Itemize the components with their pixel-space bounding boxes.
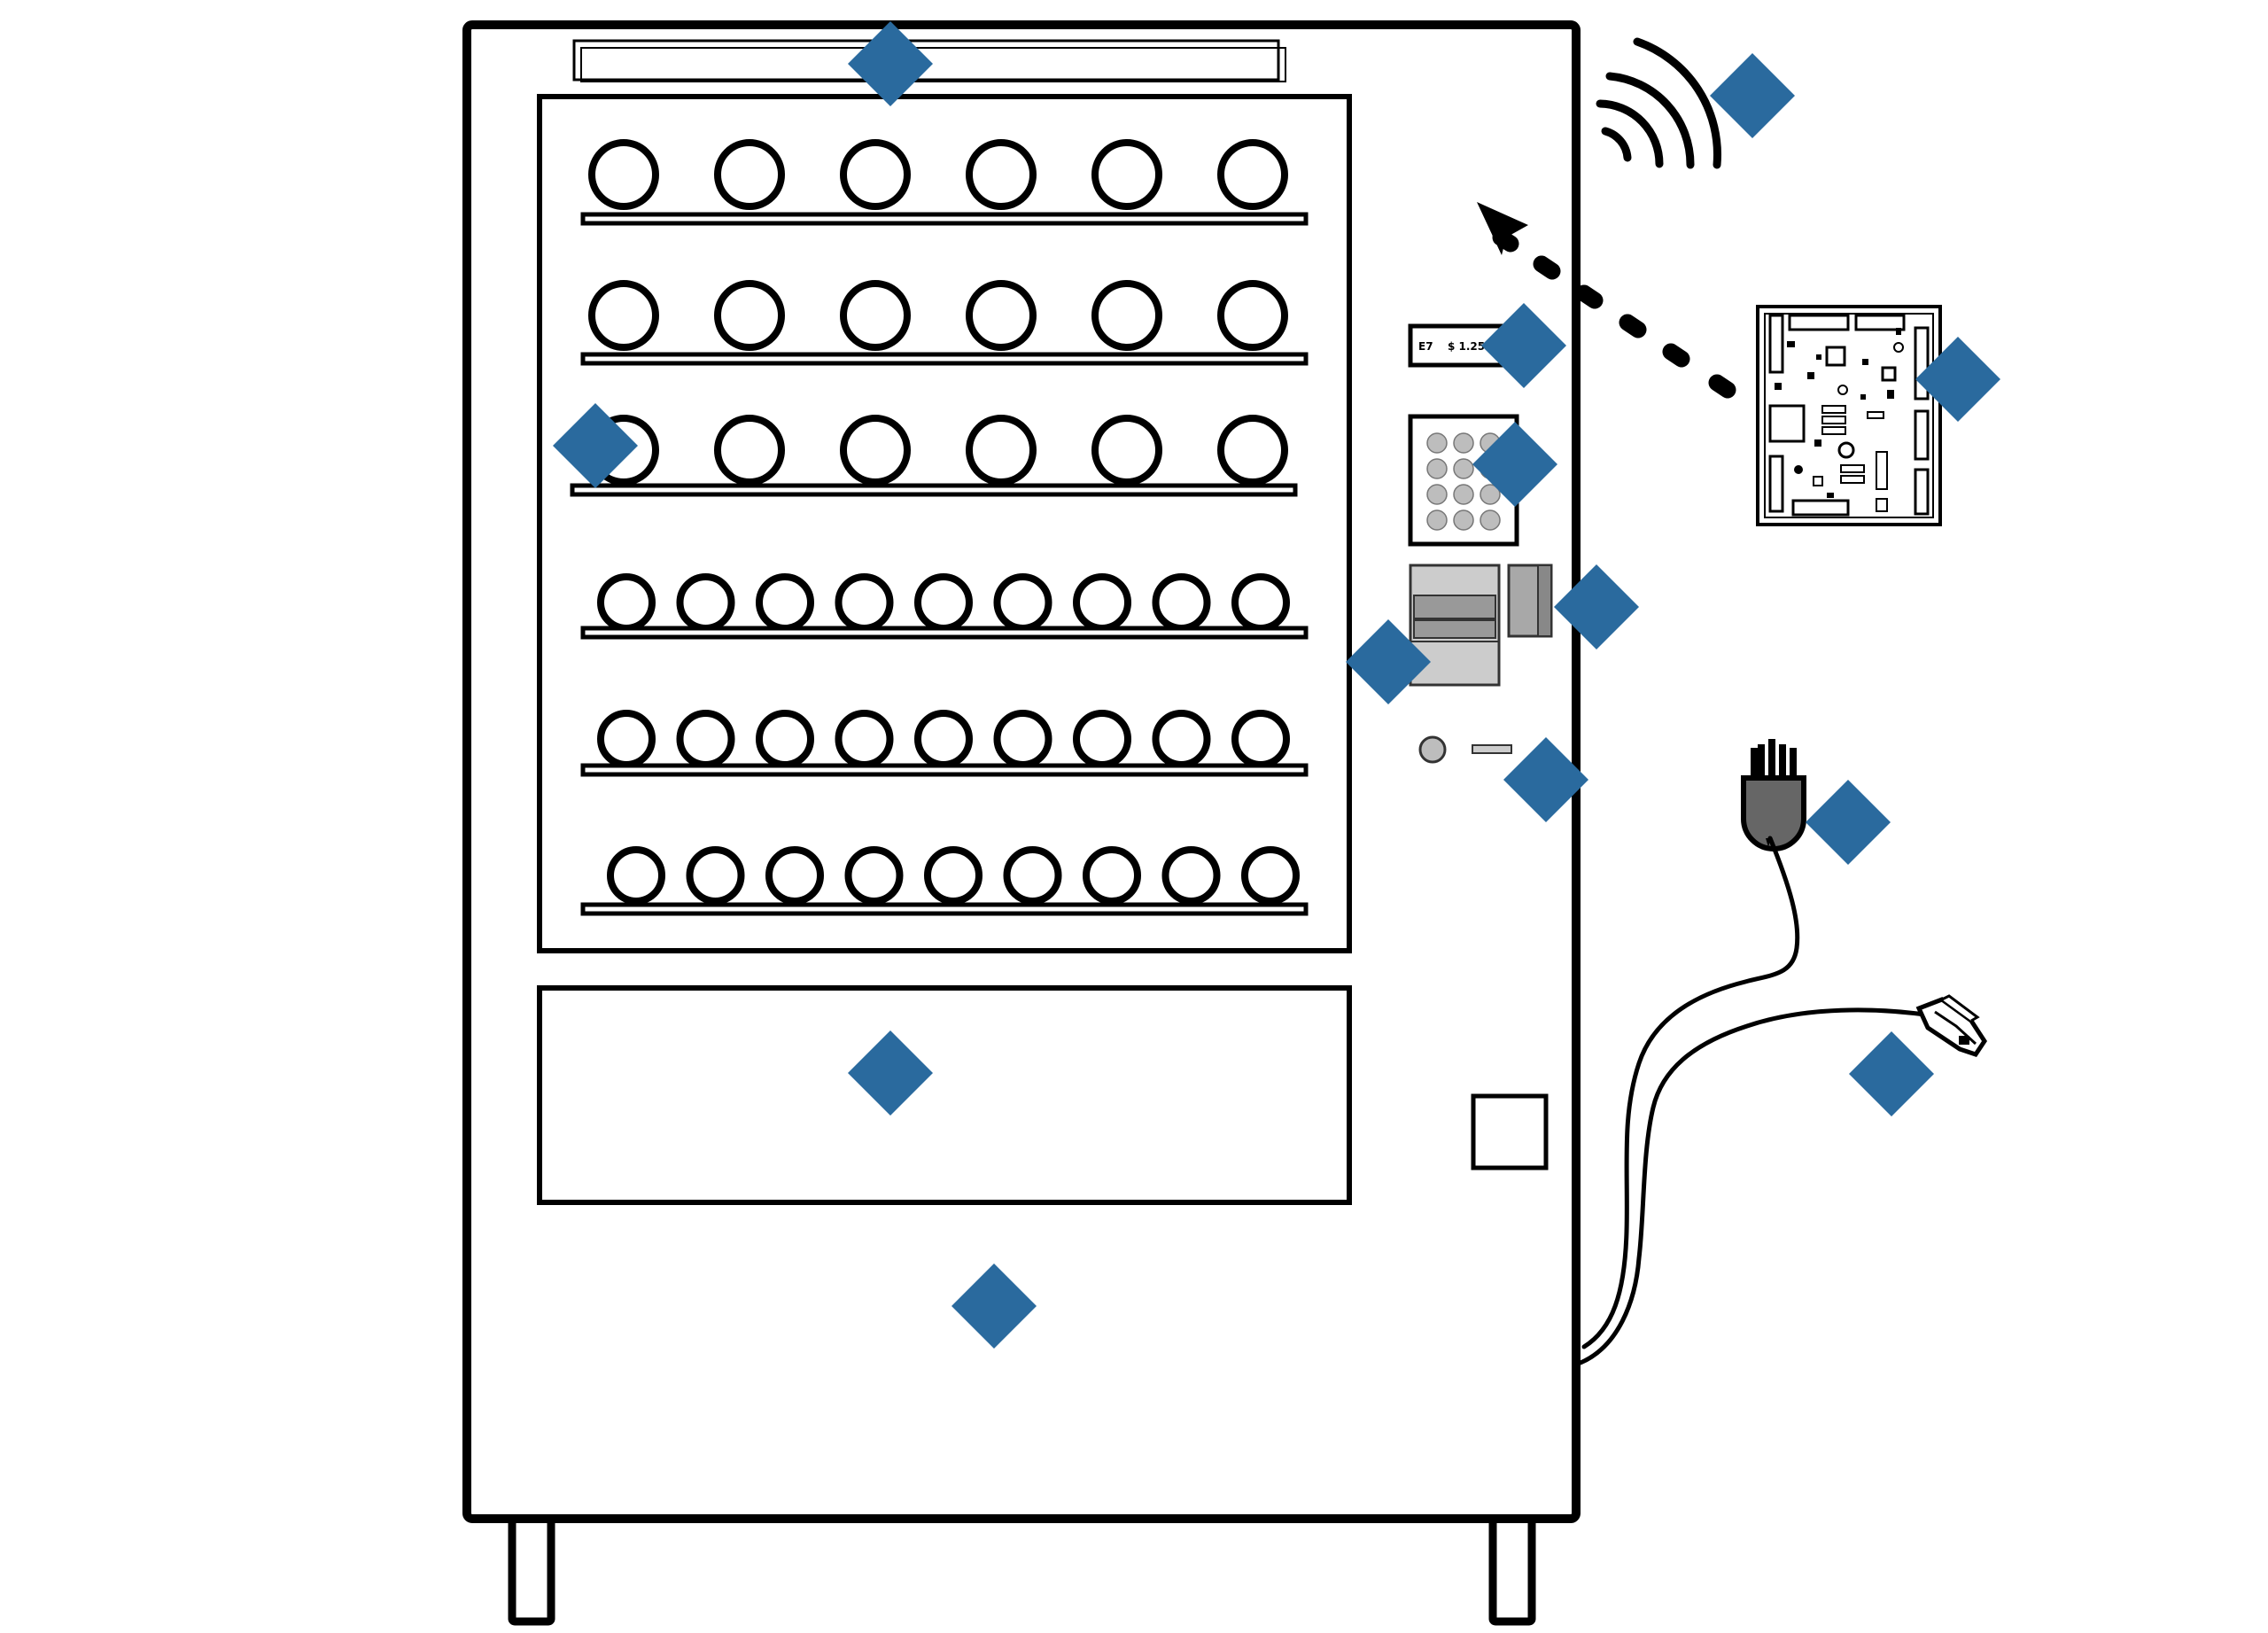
keypad-key[interactable] [1426, 432, 1448, 454]
wireless-signal-icon [1596, 37, 1721, 169]
product-item [714, 280, 785, 351]
product-item [765, 846, 824, 905]
keypad-key[interactable] [1453, 432, 1474, 454]
machine-legs [508, 1512, 1536, 1626]
shelf-row [580, 573, 1309, 640]
product-item [686, 846, 745, 905]
shelf-row [580, 139, 1309, 226]
marker-diamond [951, 1264, 1037, 1349]
product-item [840, 280, 911, 351]
marker-diamond [1472, 422, 1557, 507]
marker-diamond [553, 403, 638, 488]
dotted-arrow-icon [1477, 202, 1736, 399]
price-readout: $ 1.25 [1448, 340, 1485, 353]
keypad-key[interactable] [1480, 509, 1501, 531]
shelf-rail [580, 352, 1309, 366]
product-item [1083, 846, 1141, 905]
marker-diamond [1806, 780, 1891, 865]
marker-diamond [848, 1030, 933, 1116]
product-shelves [570, 139, 1309, 916]
product-item [1091, 280, 1162, 351]
product-item [607, 846, 665, 905]
product-item [1091, 415, 1162, 486]
shelf-row [580, 710, 1309, 777]
shelf-rail [580, 902, 1309, 916]
product-item [966, 280, 1037, 351]
product-item [714, 139, 785, 210]
product-item [588, 139, 659, 210]
marker-diamond [1915, 337, 2000, 422]
marker-diamond [848, 21, 933, 106]
keypad-key[interactable] [1426, 484, 1448, 505]
keypad-key[interactable] [1453, 484, 1474, 505]
product-item [1241, 846, 1300, 905]
shelf-rail [580, 212, 1309, 226]
power-cable [1578, 836, 1927, 1365]
selection-code: E7 [1418, 340, 1433, 353]
product-item [840, 415, 911, 486]
keypad-key[interactable] [1480, 484, 1501, 505]
product-item [1217, 139, 1288, 210]
right-leg [1488, 1512, 1536, 1626]
keypad-key[interactable] [1453, 509, 1474, 531]
product-item [966, 139, 1037, 210]
shelf-row [580, 846, 1309, 916]
coin-return-button[interactable] [1418, 735, 1447, 764]
keypad-key[interactable] [1453, 458, 1474, 479]
product-item [924, 846, 983, 905]
marker-diamond [1346, 619, 1431, 704]
card-reader[interactable] [1507, 564, 1553, 638]
marker-diamond [1849, 1031, 1934, 1116]
change-door[interactable] [1471, 1093, 1549, 1170]
left-leg [508, 1512, 555, 1626]
product-item [1217, 415, 1288, 486]
coin-slot[interactable] [1472, 744, 1512, 754]
product-item [588, 280, 659, 351]
product-item [714, 415, 785, 486]
product-window [537, 94, 1352, 953]
product-item [840, 139, 911, 210]
marker-layer [553, 21, 2000, 1349]
product-item [1161, 846, 1221, 905]
circuit-board-icon [1756, 305, 1942, 526]
product-item [1091, 139, 1162, 210]
keypad-key[interactable] [1426, 458, 1448, 479]
product-item [1003, 846, 1062, 905]
product-item [1217, 280, 1288, 351]
power-plug-icon [1741, 739, 1806, 851]
marker-diamond [1503, 737, 1588, 822]
delivery-bin [537, 985, 1352, 1205]
ethernet-connector-icon [1915, 994, 1987, 1057]
shelf-rail [580, 763, 1309, 777]
shelf-rail [580, 626, 1309, 640]
product-item [966, 415, 1037, 486]
marker-diamond [1481, 303, 1566, 388]
keypad-key[interactable] [1426, 509, 1448, 531]
shelf-rail [570, 483, 1298, 497]
header-light-strip [572, 39, 1286, 82]
marker-diamond [1710, 53, 1795, 138]
marker-diamond [1554, 564, 1639, 649]
product-item [844, 846, 904, 905]
shelf-row [580, 280, 1309, 366]
